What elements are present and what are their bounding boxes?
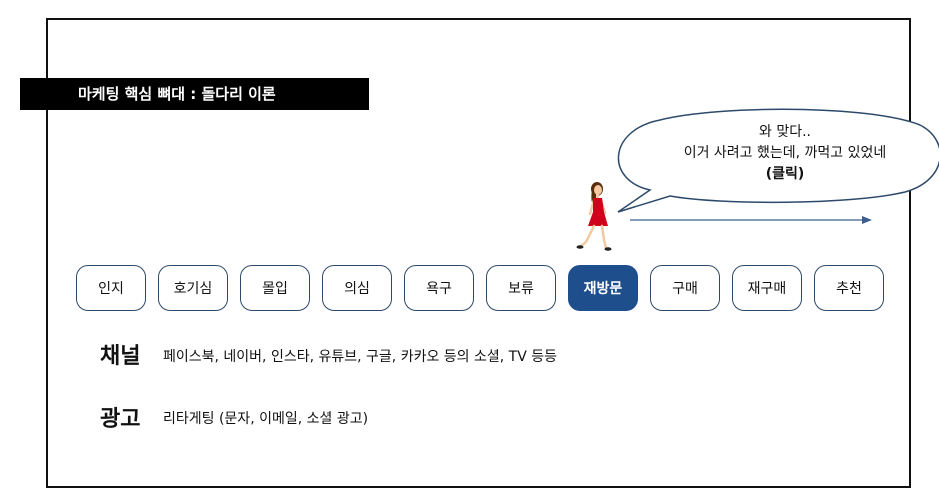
stage-box: 욕구 [404,265,474,311]
stage-box: 보류 [486,265,556,311]
stage-box: 구매 [650,265,720,311]
speech-line-2: 이거 사려고 했는데, 까먹고 있었네 [683,145,887,161]
stage-box: 추천 [814,265,884,311]
walking-woman-icon [576,182,612,251]
speech-line-3: (클릭) [765,166,805,182]
speech-bubble-text: 와 맞다.. 이거 사려고 했는데, 까먹고 있었네 (클릭) [640,122,930,185]
walking-arrow-head [862,216,872,224]
channel-text: 페이스북, 네이버, 인스타, 유튜브, 구글, 카카오 등의 소셜, TV 등… [163,349,558,365]
channel-label: 채널 [100,344,141,369]
stage-box: 재구매 [732,265,802,311]
stage-box: 의심 [322,265,392,311]
stage-box: 재방문 [568,265,638,311]
slide-title: 마케팅 핵심 뼈대 : 돌다리 이론 [20,78,369,110]
ads-text: 리타게팅 (문자, 이메일, 소셜 광고) [163,411,369,427]
stage-box: 호기심 [158,265,228,311]
speech-bubble [617,108,939,213]
stage-box: 인지 [76,265,146,311]
stage-box: 몰입 [240,265,310,311]
speech-line-1: 와 맞다.. [759,124,811,140]
ads-label: 광고 [100,407,141,432]
